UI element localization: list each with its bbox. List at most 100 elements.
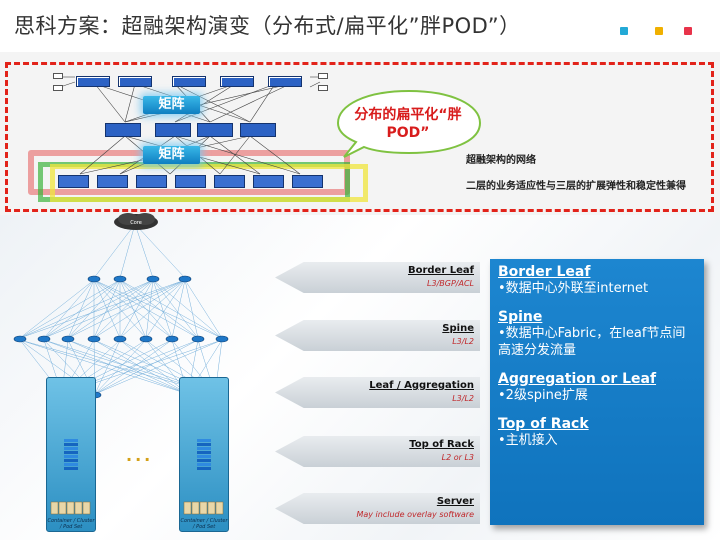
tor-switch-icon [197,467,211,470]
server-icon [215,501,224,515]
layer-name: Spine [442,323,474,334]
server-icon [199,501,208,515]
router-node [76,76,110,87]
switch-icon [178,275,192,283]
switch-icon [37,335,51,343]
layer-spine: Spine L3/L2 [275,320,480,351]
tor-switch-icon [197,455,211,458]
info-panel: Border Leaf •数据中心外联至internet Spine •数据中心… [490,259,704,525]
layer-protocol: L3/L2 [452,337,474,346]
layer-name: Border Leaf [407,265,474,276]
switch-icon [13,335,27,343]
tor-switch-icon [64,455,78,458]
layer-name: Top of Rack [409,439,474,450]
tor-switch-icon [64,443,78,446]
layer-protocol: L3/L2 [452,394,474,403]
callout-text: 分布的扁平化“胖POD” [354,107,462,141]
server-icon [74,501,83,515]
server-icon [191,501,200,515]
info-heading-spine: Spine [498,309,543,325]
leaf-node [292,175,323,188]
decor-dot-red [684,27,692,35]
info-body: •数据中心Fabric，在leaf节点间高速分发流量 [498,326,686,358]
server-icon [207,501,216,515]
highlight-dashed-frame [5,62,714,212]
endpoint-node [318,73,328,79]
server-icon [183,501,192,515]
tor-switch-icon [64,463,78,466]
layer-name: Leaf / Aggregation [369,380,474,391]
tor-switch-icon [197,443,211,446]
server-icon [58,501,67,515]
router-node [220,76,254,87]
decor-dot-yellow [655,27,663,35]
tor-switch-icon [64,451,78,454]
layer-name: Server [436,496,474,507]
layer-protocol: L3/BGP/ACL [427,279,474,288]
switch-icon [215,335,229,343]
router-node [268,76,302,87]
switch-icon [146,275,160,283]
switch-icon [191,335,205,343]
info-heading-border-leaf: Border Leaf [498,264,591,280]
info-body: •2级spine扩展 [498,388,588,403]
server-icon [66,501,75,515]
container-label: Container / Cluster / Pod Set [47,518,95,530]
container-label: Container / Cluster / Pod Set [180,518,228,530]
switch-icon [165,335,179,343]
leaf-node [253,175,284,188]
note-network: 超融架构的网络 [466,155,536,166]
tor-switch-icon [64,467,78,470]
switch-icon [61,335,75,343]
leaf-node [175,175,206,188]
tor-switch-icon [197,463,211,466]
endpoint-node [53,73,63,79]
layer-server: Server May include overlay software [275,493,480,524]
tor-switch-icon [197,459,211,462]
rack-internals [50,439,224,515]
matrix-lower: 矩阵 [143,146,200,164]
layer-leaf-aggregation: Leaf / Aggregation L3/L2 [275,377,480,408]
layer-border-leaf: Border Leaf L3/BGP/ACL [275,262,480,293]
endpoint-node [318,85,328,91]
layer-protocol: May include overlay software [356,510,474,519]
tor-switch-icon [197,439,211,442]
slide-title: 思科方案：超融架构演变（分布式/扁平化”胖POD”） [14,14,521,38]
tor-switch-icon [197,451,211,454]
tor-switch-icon [64,459,78,462]
switch-node [240,123,276,137]
server-icon [82,501,91,515]
layer-top-of-rack: Top of Rack L2 or L3 [275,436,480,467]
tor-switch-icon [197,447,211,450]
leaf-node [214,175,245,188]
switch-icon [87,335,101,343]
switch-node [155,123,191,137]
server-icon [50,501,59,515]
info-body: •数据中心外联至internet [498,281,649,296]
switch-icon [87,275,101,283]
switch-icon [113,335,127,343]
leaf-node [58,175,89,188]
layer-protocol: L2 or L3 [441,453,474,462]
endpoint-node [53,85,63,91]
router-node [118,76,152,87]
switch-node [105,123,141,137]
tor-switch-icon [64,439,78,442]
switch-icon [139,335,153,343]
decor-dot-blue [620,27,628,35]
matrix-upper: 矩阵 [143,96,200,114]
switch-icon [113,275,127,283]
leaf-node [136,175,167,188]
tor-switch-icon [64,447,78,450]
info-body: •主机接入 [498,433,558,448]
info-heading-aggregation: Aggregation or Leaf [498,371,657,387]
core-label: Core [130,220,142,226]
pod-glow-yellow [50,164,368,202]
router-node [172,76,206,87]
callout-shape [336,89,482,158]
ellipsis-more-pods: ... [126,446,154,465]
note-benefit: 二层的业务适应性与三层的扩展弹性和稳定性兼得 [466,181,686,192]
leaf-node [97,175,128,188]
switch-node [197,123,233,137]
info-heading-top-of-rack: Top of Rack [498,416,589,432]
